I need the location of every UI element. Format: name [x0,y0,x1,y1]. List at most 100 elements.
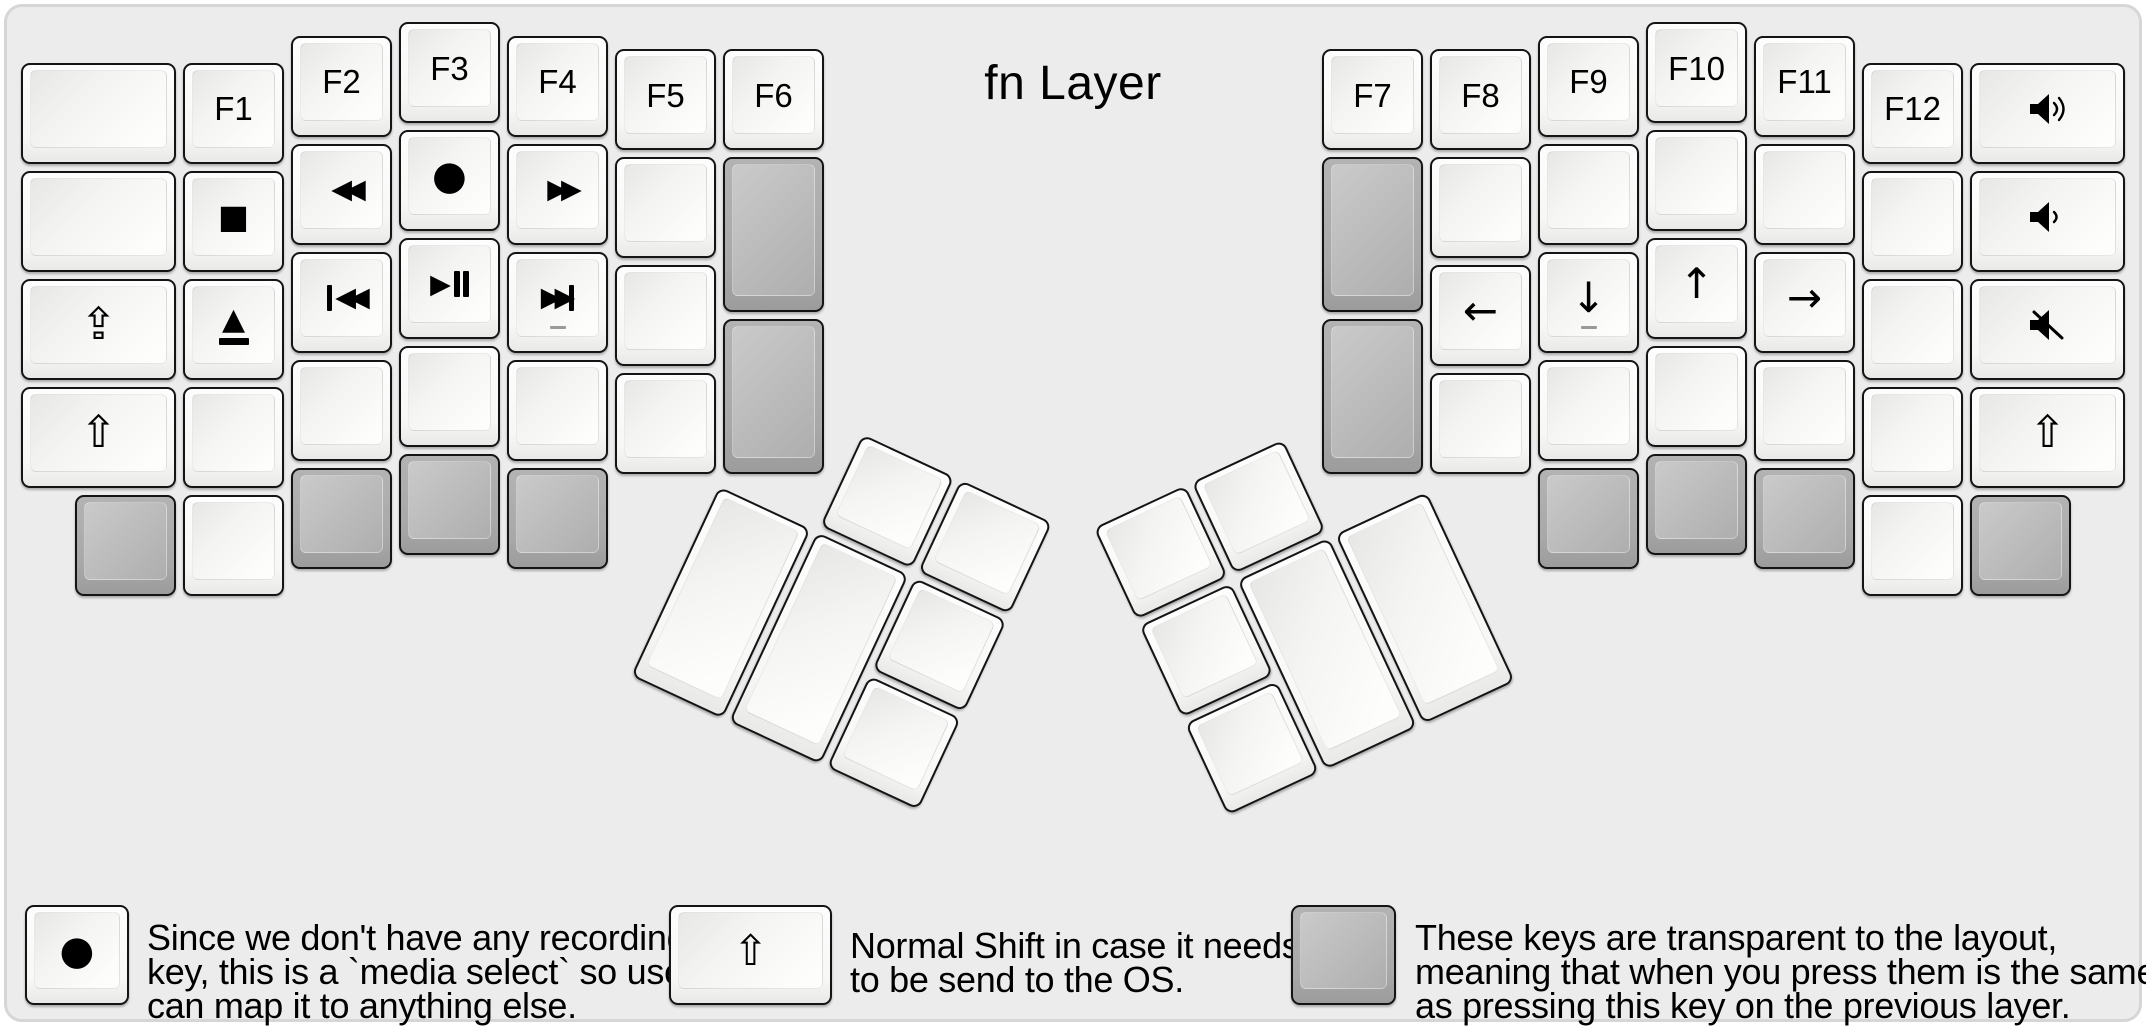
key-record[interactable]: ● [399,130,500,231]
key-next-track[interactable]: ▶▶ [507,251,608,353]
key-thumb-r6-top [1196,691,1305,797]
key-f6[interactable]: F6 [723,49,824,150]
shift-icon: ⇧ [2029,406,2066,458]
shift-icon: ⇧ [732,925,769,975]
key-f9[interactable]: F9 [1538,35,1639,137]
key-transparent-l4[interactable] [291,467,392,569]
key-eject-top: ▲ [192,285,275,364]
key-record-top: ● [408,137,491,215]
key-blank-r5[interactable] [1646,130,1747,231]
key-transparent-l2[interactable] [723,319,824,474]
key-transparent-r5-top [1763,474,1846,553]
key-transparent-r6[interactable] [1970,494,2071,596]
legend-line: key, this is a `media select` so user [147,951,696,992]
key-blank-r12[interactable] [1862,494,1963,596]
key-blank-l1-top [30,69,167,148]
key-f10[interactable]: F10 [1646,22,1747,123]
key-label: F9 [1569,63,1608,100]
key-volume-up-top [1979,69,2116,148]
key-shift-left[interactable]: ⇧ [21,386,176,488]
key-blank-l3-top [192,393,275,472]
key-blank-l1[interactable] [21,62,176,164]
key-transparent-l6-top [516,474,599,553]
key-blank-l10[interactable] [183,494,284,596]
key-blank-l5[interactable] [399,346,500,447]
legend-record-key[interactable]: ● [25,905,129,1005]
key-blank-l9-top [624,380,707,458]
key-blank-r6[interactable] [1646,346,1747,447]
key-blank-r8[interactable] [1754,359,1855,461]
key-transparent-r4[interactable] [1646,454,1747,555]
shift-icon: ⇧ [80,406,117,458]
stop-icon: ■ [217,197,250,236]
key-blank-l6[interactable] [507,359,608,461]
key-f4[interactable]: F4 [507,35,608,137]
key-f5[interactable]: F5 [615,49,716,150]
glyph: ▶ [430,268,451,300]
key-eject[interactable]: ▲ [183,278,284,380]
key-transparent-r5[interactable] [1754,467,1855,569]
key-blank-r3[interactable] [1538,143,1639,245]
key-blank-l3[interactable] [183,386,284,488]
legend-text-record: Since we don't have any recording key, t… [147,920,696,1024]
key-blank-r7[interactable] [1754,143,1855,245]
key-blank-r9-top [1871,177,1954,256]
key-play-pause[interactable]: ▶ [399,238,500,339]
key-blank-r6-top [1655,353,1738,431]
key-label: F11 [1777,63,1832,100]
key-f3[interactable]: F3 [399,22,500,123]
key-transparent-l3[interactable] [75,494,176,596]
key-prev-track[interactable]: ◀◀ [291,251,392,353]
key-blank-l8[interactable] [615,265,716,366]
key-f11[interactable]: F11 [1754,35,1855,137]
key-arrow-down[interactable]: ↓ [1538,251,1639,353]
key-transparent-l6[interactable] [507,467,608,569]
key-volume-up[interactable] [1970,62,2125,164]
arrow-left-icon: ← [1462,286,1499,335]
key-blank-l9[interactable] [615,373,716,474]
key-transparent-r3[interactable] [1538,467,1639,569]
legend-transparent-key[interactable] [1291,905,1396,1005]
key-blank-l6-top [516,366,599,445]
key-f10-top: F10 [1655,29,1738,107]
legend-shift-key[interactable]: ⇧ [669,905,832,1005]
key-blank-r10-top [1871,285,1954,364]
key-volume-down[interactable] [1970,170,2125,272]
key-f2[interactable]: F2 [291,35,392,137]
key-blank-r9[interactable] [1862,170,1963,272]
key-transparent-l5[interactable] [399,454,500,555]
legend-line: meaning that when you press them is the … [1415,951,2146,992]
key-arrow-left[interactable]: ← [1430,265,1531,366]
key-capslock-top: ⇪ [30,285,167,364]
eject-icon: ▲ [218,304,249,345]
key-arrow-right[interactable]: → [1754,251,1855,353]
key-blank-r5-top [1655,137,1738,215]
key-blank-r10[interactable] [1862,278,1963,380]
legend-shift-key-top: ⇧ [678,912,823,989]
key-blank-l2[interactable] [21,170,176,272]
key-f12[interactable]: F12 [1862,62,1963,164]
key-blank-l4[interactable] [291,359,392,461]
key-transparent-r2[interactable] [1322,319,1423,474]
key-blank-r11[interactable] [1862,386,1963,488]
key-blank-r11-top [1871,393,1954,472]
key-shift-right[interactable]: ⇧ [1970,386,2125,488]
key-transparent-r1[interactable] [1322,157,1423,312]
key-stop[interactable]: ■ [183,170,284,272]
key-f1[interactable]: F1 [183,62,284,164]
key-blank-l7[interactable] [615,157,716,258]
key-capslock[interactable]: ⇪ [21,278,176,380]
key-arrow-up[interactable]: ↑ [1646,238,1747,339]
key-blank-r1[interactable] [1430,157,1531,258]
key-fast-forward[interactable]: ▶▶ [507,143,608,245]
arrow-up-icon: ↑ [1678,259,1715,308]
key-mute[interactable] [1970,278,2125,380]
key-volume-down-top [1979,177,2116,256]
mute-icon [2029,309,2063,340]
key-transparent-l1[interactable] [723,157,824,312]
key-f7[interactable]: F7 [1322,49,1423,150]
key-rewind[interactable]: ◀◀ [291,143,392,245]
key-blank-r2[interactable] [1430,373,1531,474]
key-f8[interactable]: F8 [1430,49,1531,150]
key-blank-r4[interactable] [1538,359,1639,461]
